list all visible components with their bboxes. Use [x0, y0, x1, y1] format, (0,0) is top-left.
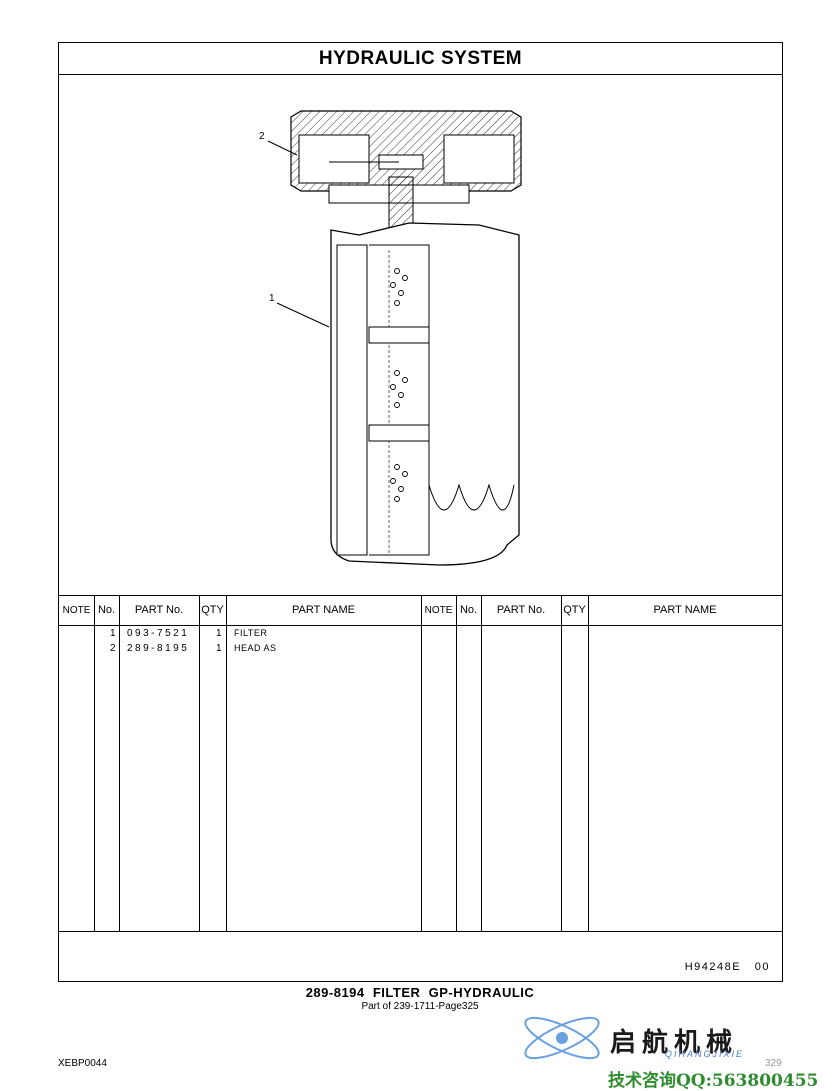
col-divider	[456, 595, 457, 931]
col-qty: QTY	[201, 604, 224, 616]
col-divider	[588, 595, 589, 931]
page-title: HYDRAULIC SYSTEM	[59, 43, 782, 75]
table-footer-line	[59, 931, 782, 932]
col-no: No.	[97, 604, 116, 616]
doc-id: XEBP0044	[58, 1058, 107, 1069]
row-qty: 1	[215, 643, 222, 654]
watermark-sub: QIHANGJIXIE	[665, 1049, 745, 1059]
col-part-name-2: PART NAME	[653, 604, 717, 616]
col-divider	[421, 595, 422, 931]
row-qty: 1	[215, 628, 222, 639]
page-frame: HYDRAULIC SYSTEM	[58, 42, 783, 982]
row-no: 2	[109, 643, 116, 654]
col-note-2: NOTE	[424, 605, 453, 616]
caption-sub: Part of 239-1711-Page325	[361, 1001, 479, 1012]
filter-illustration: 2 1	[259, 110, 522, 566]
row-part-name: HEAD AS	[234, 643, 277, 653]
col-part-no: PART No.	[134, 604, 184, 616]
col-divider	[226, 595, 227, 931]
watermark-page: 329	[765, 1058, 782, 1069]
parts-table-header: NOTE No. PART No. QTY PART NAME NOTE No.…	[59, 595, 782, 626]
col-divider	[561, 595, 562, 931]
col-divider	[481, 595, 482, 931]
col-divider	[199, 595, 200, 931]
row-part-no: 289-8195	[127, 643, 190, 654]
watermark-contact: 技术咨询QQ:563800455	[608, 1071, 819, 1091]
col-divider	[119, 595, 120, 931]
col-part-name: PART NAME	[292, 604, 355, 616]
filter-drawing: 2 1	[59, 75, 782, 595]
col-qty-2: QTY	[563, 604, 586, 616]
row-part-name: FILTER	[234, 628, 268, 638]
drawing-code: H94248E 00	[684, 961, 770, 973]
col-note: NOTE	[62, 605, 91, 616]
col-no-2: No.	[459, 604, 478, 616]
row-no: 1	[109, 628, 116, 639]
caption-main: 289-8194 FILTER GP-HYDRAULIC	[305, 985, 535, 1000]
watermark-atom-icon	[524, 1016, 600, 1060]
callout-1: 1	[269, 293, 275, 304]
col-divider	[94, 595, 95, 931]
col-part-no-2: PART No.	[496, 604, 546, 616]
watermark-logo: 启航机械	[610, 1027, 739, 1057]
callout-2: 2	[259, 131, 265, 142]
row-part-no: 093-7521	[127, 628, 190, 639]
